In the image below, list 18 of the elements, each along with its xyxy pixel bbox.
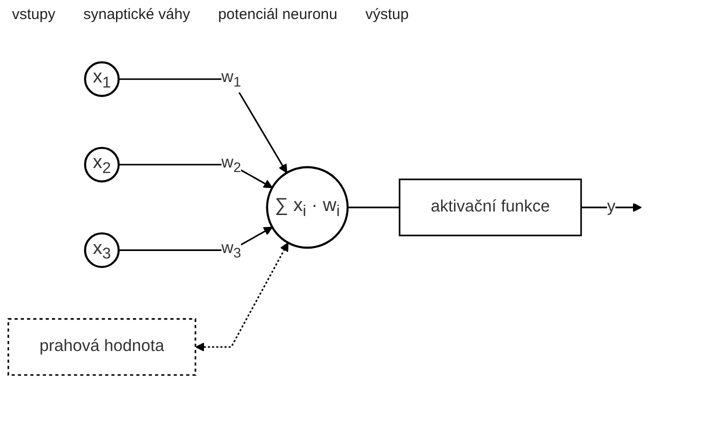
node-box: prahová hodnota <box>8 318 196 376</box>
annotation-text: vstupy <box>12 6 56 23</box>
node-box: aktivační funkce <box>398 178 582 237</box>
annotation-text: výstup <box>365 6 409 23</box>
edge-label: y <box>607 198 616 216</box>
connector <box>348 206 400 209</box>
arrow <box>581 203 642 212</box>
arrow <box>118 78 288 174</box>
arrow <box>195 242 288 352</box>
annotation-text: potenciál neuronu <box>218 6 338 23</box>
node-circle: ∑ x$_{i}$ · w$_{i}$ <box>266 166 349 250</box>
node-circle: x$_{2}$ <box>84 147 120 183</box>
annotation-text: synaptické váhy <box>83 6 190 23</box>
node-circle: x$_{3}$ <box>84 232 120 268</box>
edge-label: w$_{1}$ <box>221 68 242 90</box>
edge-label: w$_{2}$ <box>221 154 242 176</box>
node-circle: x$_{1}$ <box>84 62 120 98</box>
edge-label: w$_{3}$ <box>221 240 242 262</box>
